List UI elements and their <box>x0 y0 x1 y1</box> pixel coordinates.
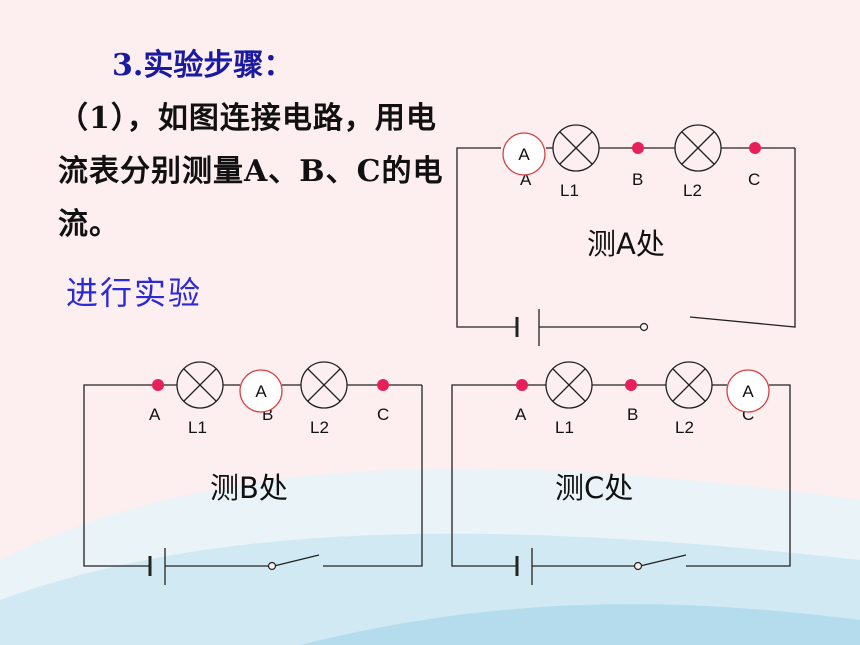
lamp-label-l2: L2 <box>683 181 702 200</box>
junction-a-dot <box>516 379 528 391</box>
switch-pivot <box>267 561 277 571</box>
point-label-b: B <box>262 405 273 424</box>
circuit-measure-c: A L1 B L2 C A 测C处 <box>451 361 791 585</box>
point-label-c: C <box>748 170 760 189</box>
step-instruction: （1），如图连接电路，用电流表分别测量A、B、C的电流。 <box>58 101 444 242</box>
junction-c-dot <box>377 379 389 391</box>
circuit-wires <box>451 384 791 585</box>
point-label-a: A <box>149 405 161 424</box>
ammeter-icon: A <box>726 369 770 413</box>
lamp-l2-icon <box>665 361 713 409</box>
circuit-measure-b: A L1 B L2 C A 测B处 <box>83 361 423 585</box>
circuit-caption: 测B处 <box>210 471 288 505</box>
lamp-label-l2: L2 <box>310 418 329 437</box>
ammeter-icon: A <box>502 132 546 176</box>
point-label-a: A <box>515 405 527 424</box>
section-heading: 3.实验步骤： <box>112 48 294 83</box>
junction-b-dot <box>632 142 644 154</box>
start-experiment-link[interactable]: 进行实验 <box>66 274 203 312</box>
svg-text:A: A <box>742 382 754 401</box>
svg-text:A: A <box>518 145 530 164</box>
junction-c-dot <box>749 142 761 154</box>
switch-pivot <box>639 322 649 332</box>
point-label-c: C <box>377 405 389 424</box>
ammeter-icon: A <box>239 369 283 413</box>
lamp-l1-icon <box>545 361 593 409</box>
lamp-l2-icon <box>300 361 348 409</box>
lamp-l1-icon <box>176 361 224 409</box>
lamp-label-l1: L1 <box>555 418 574 437</box>
lamp-label-l2: L2 <box>675 418 694 437</box>
junction-b-dot <box>625 379 637 391</box>
svg-text:A: A <box>255 382 267 401</box>
lamp-l1-icon <box>552 124 600 172</box>
lamp-label-l1: L1 <box>560 181 579 200</box>
point-label-b: B <box>627 405 638 424</box>
circuit-measure-a: A L1 B L2 C A 测A处 <box>456 124 796 346</box>
lamp-label-l1: L1 <box>188 418 207 437</box>
circuit-caption: 测C处 <box>555 471 633 505</box>
point-label-b: B <box>632 170 643 189</box>
switch-pivot <box>633 561 643 571</box>
circuit-wires <box>83 384 423 585</box>
circuit-caption: 测A处 <box>587 227 665 261</box>
lamp-l2-icon <box>674 124 722 172</box>
junction-a-dot <box>152 379 164 391</box>
